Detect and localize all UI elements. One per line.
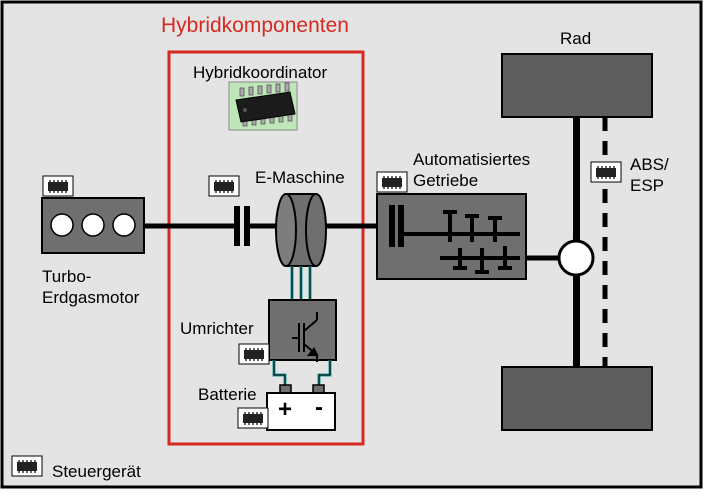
gearbox-label-line2: Getriebe: [413, 171, 479, 190]
dc-cables-core: [273, 360, 331, 388]
engine-cylinder-2: [81, 213, 105, 237]
battery-minus-sign: -: [315, 394, 323, 421]
gearset: [401, 210, 520, 274]
battery-control-unit-icon: [237, 407, 269, 429]
wheel-label: Rad: [560, 29, 592, 48]
legend-control-unit-icon: [11, 455, 43, 477]
engine-control-unit-icon: [42, 175, 74, 197]
engine-cylinder-3: [112, 213, 136, 237]
engine-label-line2: Erdgasmotor: [42, 288, 140, 307]
battery-plus-sign: +: [278, 396, 292, 423]
differential: [557, 239, 595, 277]
hybrid-coordinator-label: Hybridkoordinator: [193, 63, 328, 82]
e-machine-front: [305, 193, 327, 267]
e-machine-label: E-Maschine: [255, 168, 345, 187]
inverter-box: [268, 299, 337, 361]
abs-label-line1: ABS/: [630, 155, 669, 174]
e-machine-rear: [275, 193, 297, 267]
hybrid-components-frame: [167, 50, 365, 446]
igbt-transistor-icon: [292, 312, 319, 362]
hybrid-components-title: Hybridkomponenten: [161, 14, 349, 37]
legend-label: Steuergerät: [52, 462, 141, 481]
emachine-control-unit-icon: [208, 175, 240, 197]
wheel-bottom: [501, 366, 653, 431]
inverter-control-unit-icon: [238, 343, 270, 365]
battery-label: Batterie: [198, 385, 257, 404]
engine-label-line1: Turbo-: [42, 267, 92, 286]
gearbox-control-unit-icon: [376, 171, 408, 193]
engine-cylinder-1: [50, 213, 74, 237]
battery-body: [266, 392, 336, 431]
three-phase-cables-core: [291, 266, 311, 300]
abs-label-line2: ESP: [630, 176, 665, 195]
inverter-label: Umrichter: [180, 319, 254, 338]
hybrid-coordinator-chip: [228, 81, 298, 131]
gearbox-label-line1: Automatisiertes: [413, 150, 531, 169]
wheel-top: [501, 53, 653, 118]
abs-control-unit-icon: [590, 161, 622, 183]
